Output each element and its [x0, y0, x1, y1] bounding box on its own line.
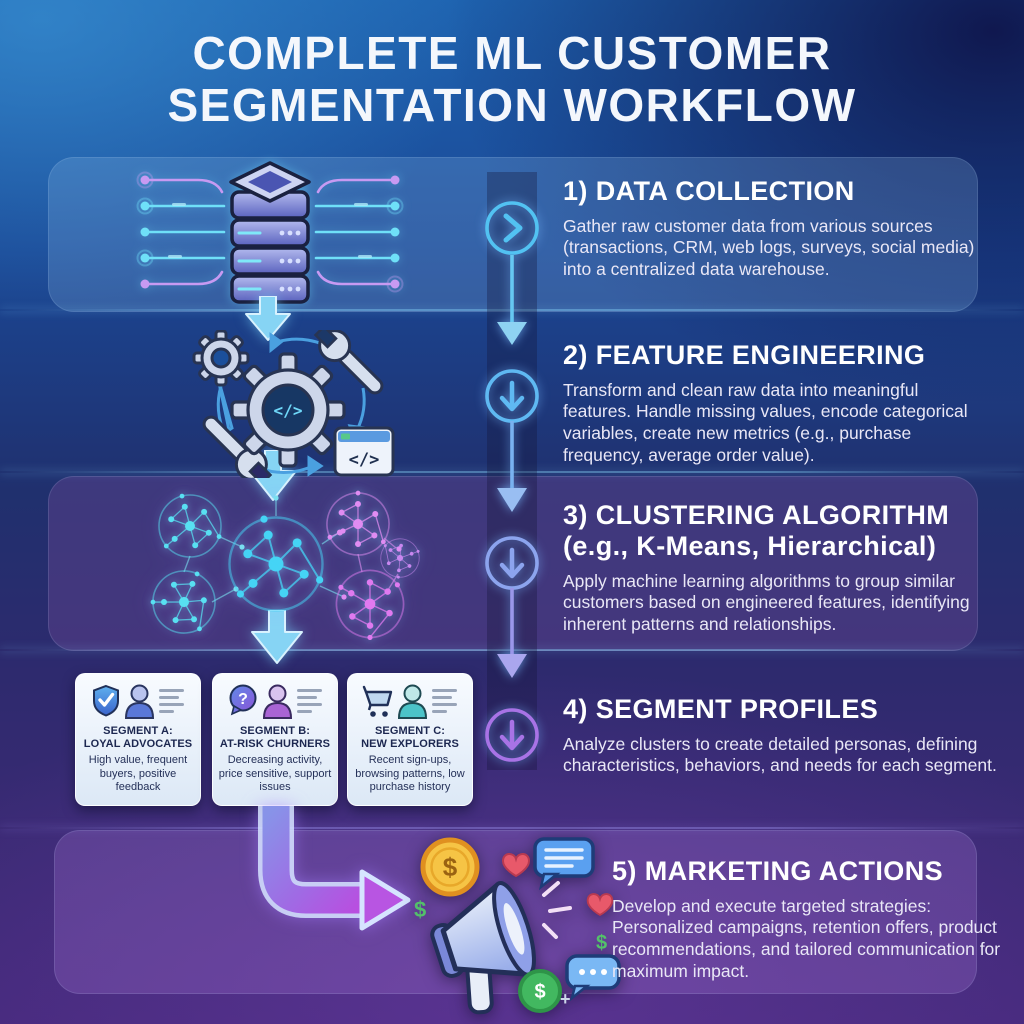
step-3-text: 3) CLUSTERING ALGORITHM(e.g., K-Means, H…: [563, 500, 998, 636]
server-stack: [229, 161, 311, 304]
cluster-cyan: [158, 492, 223, 558]
circuit-dots-right: [354, 175, 404, 293]
step-1-text: 1) DATA COLLECTION Gather raw customer d…: [563, 176, 988, 281]
big-gear-code: </>: [230, 352, 346, 468]
segment-description: Decreasing activity, price sensitive, su…: [218, 754, 332, 793]
workflow-arrows: [485, 201, 539, 762]
sound-rays: [542, 881, 572, 939]
database-icon: [136, 161, 404, 304]
step-5-text: 5) MARKETING ACTIONS Develop and execute…: [612, 856, 1004, 983]
wrench-icon: [313, 330, 384, 395]
segment-title: SEGMENT A:LOYAL ADVOCATES: [83, 725, 193, 751]
segment-description: Recent sign-ups, browsing patterns, low …: [355, 754, 465, 793]
megaphone-icon: $ $ $: [414, 837, 621, 1015]
dollar-glyph: $: [414, 897, 426, 922]
circuit-dots-left: [136, 171, 186, 289]
cluster-cyan: [139, 556, 230, 647]
svg-text:$: $: [443, 852, 458, 882]
step-3-heading: 3) CLUSTERING ALGORITHM(e.g., K-Means, H…: [563, 500, 950, 561]
arrowhead-down-icon: [497, 322, 527, 345]
step-4-text: 4) SEGMENT PROFILES Analyze clusters to …: [563, 694, 998, 777]
text-lines-icon: [297, 689, 322, 713]
code-window-icon: </>: [333, 426, 395, 477]
stray-nodes: [340, 528, 402, 600]
code-glyph: </>: [274, 401, 303, 420]
down-block-arrow-icon: [245, 296, 291, 341]
down-block-arrow-icon: [251, 610, 303, 664]
elbow-arrow-icon: [258, 806, 411, 931]
step-2-text: 2) FEATURE ENGINEERING Transform and cle…: [563, 340, 988, 467]
segment-card-b: ? SEGMENT B:AT-RISK CHURNERS Decreasing …: [212, 673, 338, 806]
shopping-cart-icon: [362, 685, 393, 717]
plus-glyph: +: [560, 989, 571, 1009]
segment-description: High value, frequent buyers, positive fe…: [88, 754, 188, 793]
arrow-down-circle-icon: [485, 708, 539, 762]
segment-card-a: SEGMENT A:LOYAL ADVOCATES High value, fr…: [75, 673, 201, 806]
segment-title: SEGMENT B:AT-RISK CHURNERS: [219, 725, 331, 751]
person-icon: [397, 684, 428, 719]
separator-line: [0, 827, 1024, 829]
cluster-cyan-large: [228, 514, 325, 612]
cluster-pink: [319, 486, 398, 563]
wrench-icon: [202, 415, 273, 478]
segment-card-c: SEGMENT C:NEW EXPLORERS Recent sign-ups,…: [347, 673, 473, 806]
page-title: COMPLETE ML CUSTOMER SEGMENTATION WORKFL…: [167, 27, 857, 131]
step-4-body: Analyze clusters to create detailed pers…: [563, 733, 997, 776]
step-2-heading: 2) FEATURE ENGINEERING: [563, 340, 926, 370]
step-2-body: Transform and clean raw data into meanin…: [563, 379, 968, 465]
cluster-links: [357, 537, 399, 591]
circuit-lines-right: [314, 178, 392, 286]
speech-bubble-icon: [533, 837, 595, 891]
cluster-network-icon: [139, 486, 426, 649]
step-5-body: Develop and execute targeted strategies:…: [612, 895, 1001, 981]
gears-wrench-code-icon: </> </>: [192, 330, 395, 478]
segment-title: SEGMENT C:NEW EXPLORERS: [361, 725, 459, 751]
dollar-glyph: $: [596, 932, 607, 954]
heart-icon: [501, 853, 531, 878]
person-icon: [124, 684, 155, 719]
step-1-heading: 1) DATA COLLECTION: [563, 176, 855, 206]
step-5-heading: 5) MARKETING ACTIONS: [612, 856, 943, 886]
svg-text:$: $: [534, 981, 545, 1003]
question-glyph: ?: [238, 691, 248, 708]
text-lines-icon: [159, 689, 184, 713]
text-lines-icon: [432, 689, 457, 713]
gold-coin-icon: $: [420, 837, 480, 897]
small-gear: [192, 330, 250, 387]
dots-bubble-icon: [565, 954, 621, 1002]
shield-check-icon: [93, 684, 119, 717]
person-icon: [262, 684, 293, 719]
heart-icon: [586, 893, 614, 917]
chevron-right-circle-icon: [485, 201, 539, 255]
code-glyph: </>: [349, 450, 380, 470]
green-coin-icon: $: [518, 969, 562, 1013]
step-1-body: Gather raw customer data from various so…: [563, 215, 975, 280]
step-3-body: Apply machine learning algorithms to gro…: [563, 570, 970, 634]
arrow-down-circle-icon: [485, 369, 539, 423]
stray-nodes: [233, 495, 279, 592]
arrowhead-down-icon: [497, 654, 527, 678]
cluster-pink: [326, 559, 416, 649]
step-4-heading: 4) SEGMENT PROFILES: [563, 694, 879, 724]
arrowhead-down-icon: [497, 488, 527, 512]
circuit-lines-left: [148, 178, 226, 286]
question-bubble-icon: ?: [229, 684, 257, 716]
